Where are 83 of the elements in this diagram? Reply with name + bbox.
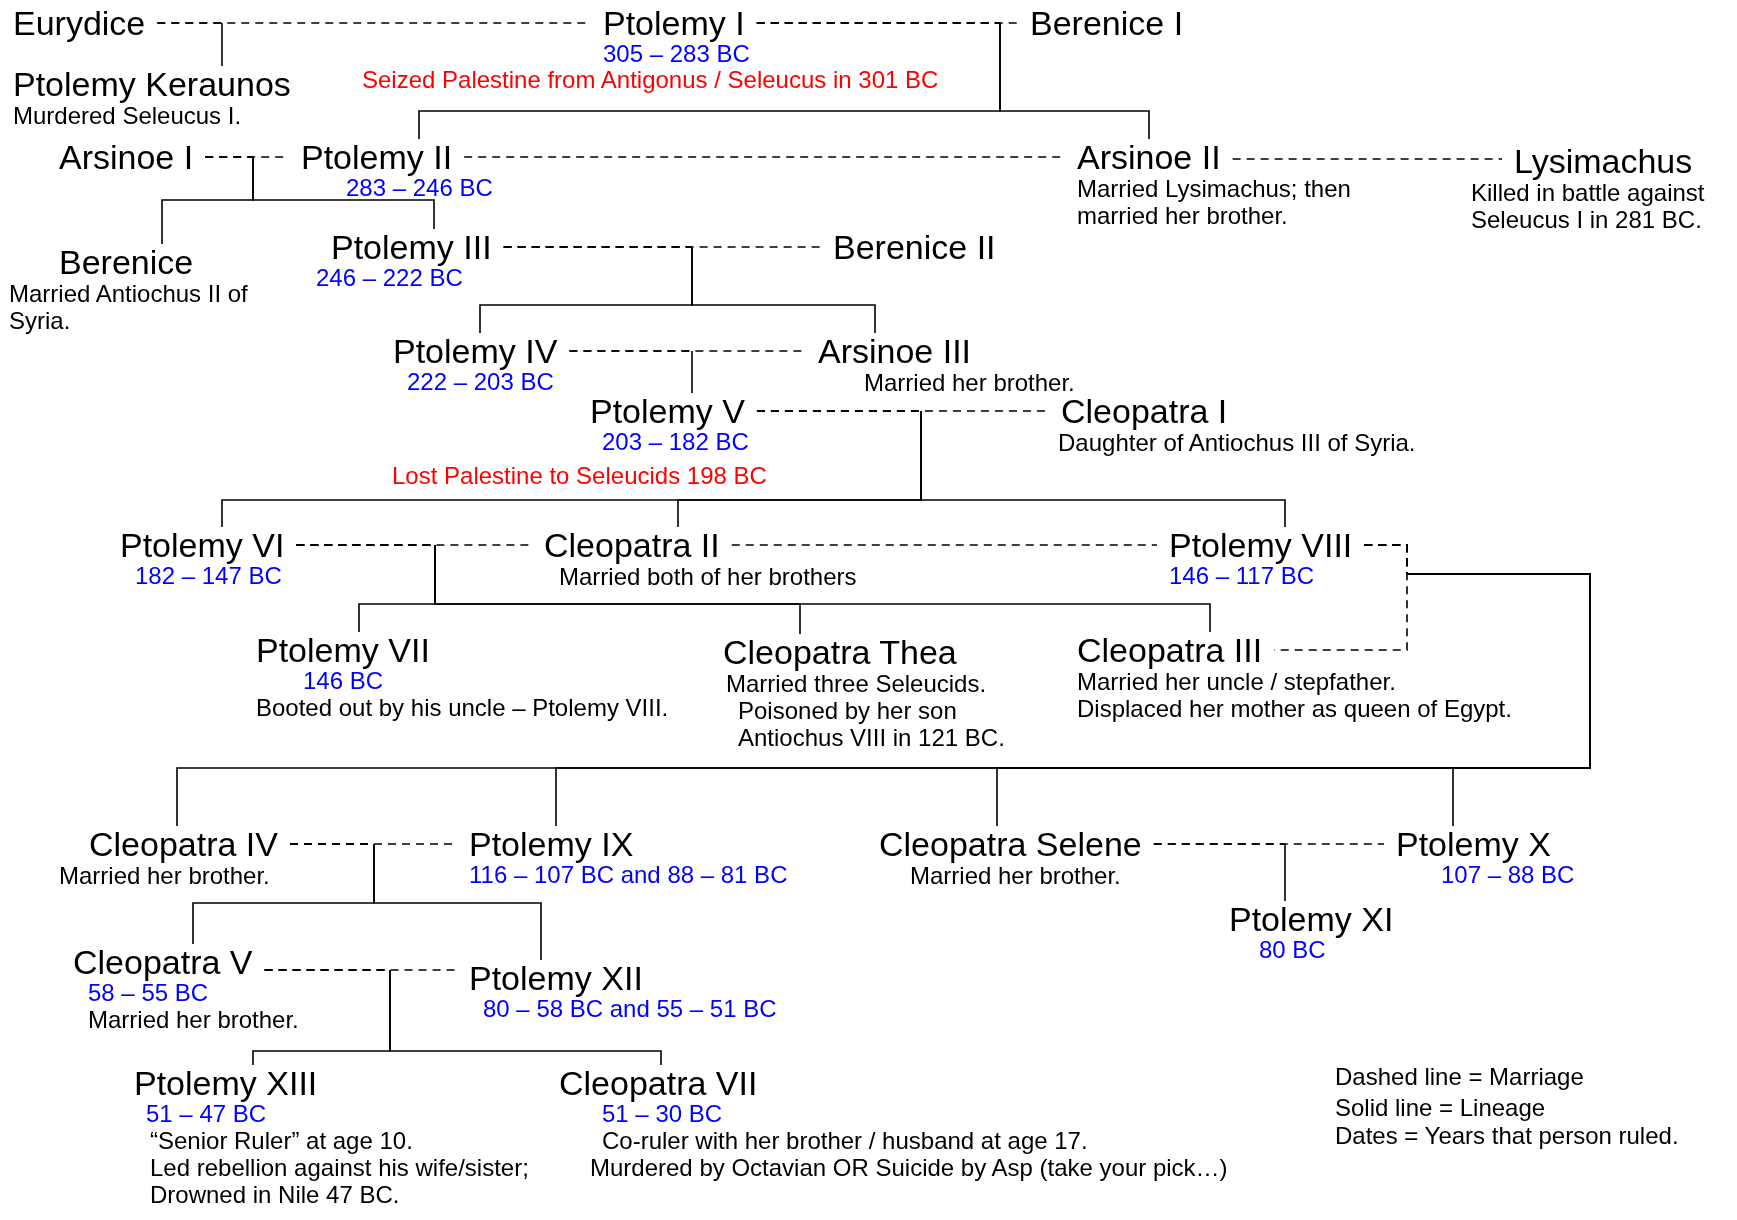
lineage-line bbox=[1363, 544, 1591, 827]
person-name: Arsinoe II bbox=[1077, 139, 1221, 175]
note-text: Murdered by Octavian OR Suicide by Asp (take your pick…) bbox=[590, 1154, 1228, 1181]
note-text: Co-ruler with her brother / husband at age 17. bbox=[602, 1127, 1088, 1154]
reign-dates: 107 – 88 BC bbox=[1441, 862, 1575, 888]
person-name: Cleopatra Thea bbox=[723, 634, 957, 670]
reign-dates: 146 – 117 BC bbox=[1169, 563, 1314, 589]
marriage-line bbox=[730, 544, 1158, 546]
person-name: Cleopatra I bbox=[1061, 393, 1228, 429]
person-name: Cleopatra Selene bbox=[879, 826, 1142, 862]
reign-dates: 51 – 47 BC bbox=[146, 1101, 267, 1127]
marriage-line bbox=[1231, 158, 1503, 160]
note-text: Married three Seleucids. bbox=[726, 670, 987, 697]
person-name: Ptolemy XI bbox=[1229, 901, 1394, 937]
person-name: Berenice bbox=[59, 244, 194, 280]
lineage-line bbox=[289, 843, 542, 961]
lineage-line bbox=[755, 22, 1150, 140]
person-name: Ptolemy IX bbox=[469, 826, 634, 862]
person-name: Ptolemy I bbox=[603, 5, 745, 41]
person-name: Ptolemy VII bbox=[256, 632, 430, 668]
legend-note: Solid line = Lineage bbox=[1335, 1094, 1546, 1122]
reign-dates: 80 – 58 BC and 55 – 51 BC bbox=[483, 996, 777, 1022]
person-name: Ptolemy III bbox=[331, 229, 492, 265]
legend-note: Dates = Years that person ruled. bbox=[1335, 1122, 1679, 1150]
note-text: Married her brother. bbox=[59, 862, 270, 889]
note-text: Led rebellion against his wife/sister; bbox=[150, 1154, 529, 1181]
person-name: Berenice II bbox=[833, 229, 996, 265]
lineage-line bbox=[1152, 843, 1286, 902]
note-text: Booted out by his uncle – Ptolemy VIII. bbox=[256, 694, 669, 721]
person-name: Cleopatra V bbox=[73, 944, 253, 980]
person-name: Arsinoe III bbox=[818, 333, 972, 369]
note-text: Murdered Seleucus I. bbox=[13, 102, 242, 129]
person-name: Ptolemy XIII bbox=[134, 1065, 318, 1101]
reign-dates: 283 – 246 BC bbox=[346, 175, 493, 201]
person-name: Ptolemy VI bbox=[120, 527, 285, 563]
event-note: Seized Palestine from Antigonus / Seleucus in 301 BC bbox=[362, 67, 939, 93]
reign-dates: 146 BC bbox=[303, 668, 384, 694]
note-text: Daughter of Antiochus III of Syria. bbox=[1058, 429, 1416, 456]
reign-dates: 116 – 107 BC and 88 – 81 BC bbox=[469, 862, 788, 888]
person-name: Eurydice bbox=[13, 5, 146, 41]
reign-dates: 222 – 203 BC bbox=[407, 369, 554, 395]
lineage-line bbox=[568, 350, 693, 394]
reign-dates: 80 BC bbox=[1259, 937, 1326, 963]
lineage-line bbox=[502, 246, 876, 334]
note-text: Drowned in Nile 47 BC. bbox=[150, 1181, 400, 1208]
legend-note: Dashed line = Marriage bbox=[1335, 1063, 1584, 1091]
person-name: Cleopatra VII bbox=[559, 1065, 758, 1101]
person-name: Cleopatra II bbox=[544, 527, 720, 563]
reign-dates: 51 – 30 BC bbox=[602, 1101, 723, 1127]
lineage-line bbox=[263, 969, 662, 1066]
note-text: Displaced her mother as queen of Egypt. bbox=[1077, 695, 1512, 722]
person-name: Ptolemy IV bbox=[393, 333, 558, 369]
person-name: Ptolemy X bbox=[1396, 826, 1551, 862]
note-text: Poisoned by her son Antiochus VIII in 121 BC. bbox=[738, 697, 1006, 751]
person-name: Arsinoe I bbox=[59, 139, 194, 175]
person-name: Lysimachus bbox=[1514, 143, 1693, 179]
note-text: Married her brother. bbox=[88, 1006, 299, 1033]
note-text: “Senior Ruler” at age 10. bbox=[150, 1127, 413, 1154]
person-name: Cleopatra IV bbox=[89, 826, 278, 862]
lineage-line bbox=[204, 156, 435, 230]
note-text: Married both of her brothers bbox=[559, 563, 857, 590]
person-name: Ptolemy V bbox=[590, 393, 745, 429]
note-text: Married Lysimachus; then married her brother. bbox=[1077, 175, 1352, 229]
reign-dates: 246 – 222 BC bbox=[316, 265, 463, 291]
note-text: Married her uncle / stepfather. bbox=[1077, 668, 1396, 695]
person-name: Ptolemy II bbox=[301, 139, 453, 175]
reign-dates: 182 – 147 BC bbox=[135, 563, 282, 589]
person-name: Berenice I bbox=[1030, 5, 1184, 41]
reign-dates: 58 – 55 BC bbox=[88, 980, 209, 1006]
reign-dates: 203 – 182 BC bbox=[602, 429, 749, 455]
event-note: Lost Palestine to Seleucids 198 BC bbox=[392, 463, 767, 489]
person-name: Ptolemy XII bbox=[469, 960, 643, 996]
note-text: Married her brother. bbox=[864, 369, 1075, 396]
lineage-line bbox=[156, 22, 223, 67]
note-text: Killed in battle against Seleucus I in 281 BC. bbox=[1471, 179, 1706, 233]
lineage-line bbox=[295, 544, 1211, 633]
person-name: Ptolemy Keraunos bbox=[13, 66, 291, 102]
lineage-line bbox=[756, 410, 1286, 528]
person-name: Cleopatra III bbox=[1077, 632, 1263, 668]
note-text: Married Antiochus II of Syria. bbox=[9, 280, 249, 334]
note-text: Married her brother. bbox=[910, 862, 1121, 889]
person-name: Ptolemy VIII bbox=[1169, 527, 1353, 563]
reign-dates: 305 – 283 BC bbox=[603, 41, 750, 67]
